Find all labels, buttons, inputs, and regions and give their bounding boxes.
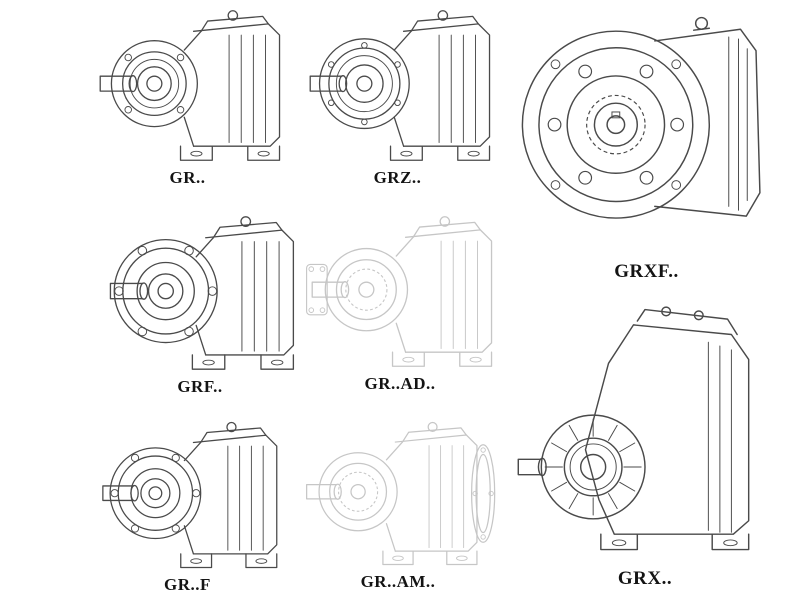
housing [653,16,761,217]
housing [584,306,750,551]
flange-face [113,238,218,344]
figure-label-grz: GRZ.. [373,168,422,187]
gearbox-drawing-gr [99,10,280,161]
flange-face [108,447,201,540]
gearbox-drawing-grz [309,10,490,161]
figure-grz: GRZ.. [300,6,495,188]
figure-grxf: GRXF.. [498,0,795,283]
gearbox-drawing-grfoot [101,421,277,569]
figure-label-grxf: GRXF.. [614,261,679,282]
gearbox-drawing-grad [306,216,493,367]
gearbox-drawing-gram [306,421,496,566]
figure-grfoot: GR..F [85,418,290,595]
gearbox-drawing-grx [517,306,750,551]
gearbox-drawing-grxf [521,16,761,219]
adapter-face [306,247,409,332]
bearing-face [318,38,410,130]
flange-face [521,30,710,219]
gearbox-drawing-grf [109,216,295,370]
figure-label-grx: GRX.. [617,568,673,589]
figure-label-grfoot: GR..F [164,575,211,594]
figure-label-grad: GR..AD.. [364,374,436,393]
bearing-face [110,40,198,128]
figure-grf: GRF.. [95,212,305,397]
figure-gr: GR.. [85,6,290,188]
figure-grx: GRX.. [495,296,795,590]
figure-grad: GR..AD.. [300,212,500,394]
figure-label-grf: GRF.. [177,377,223,396]
figure-gram: GR..AM.. [293,418,503,592]
output-flange [470,444,496,543]
shaft-boss [517,414,646,520]
adapter-face [318,452,398,532]
figure-label-gram: GR..AM.. [360,572,436,591]
figure-label-gr: GR.. [169,168,206,187]
